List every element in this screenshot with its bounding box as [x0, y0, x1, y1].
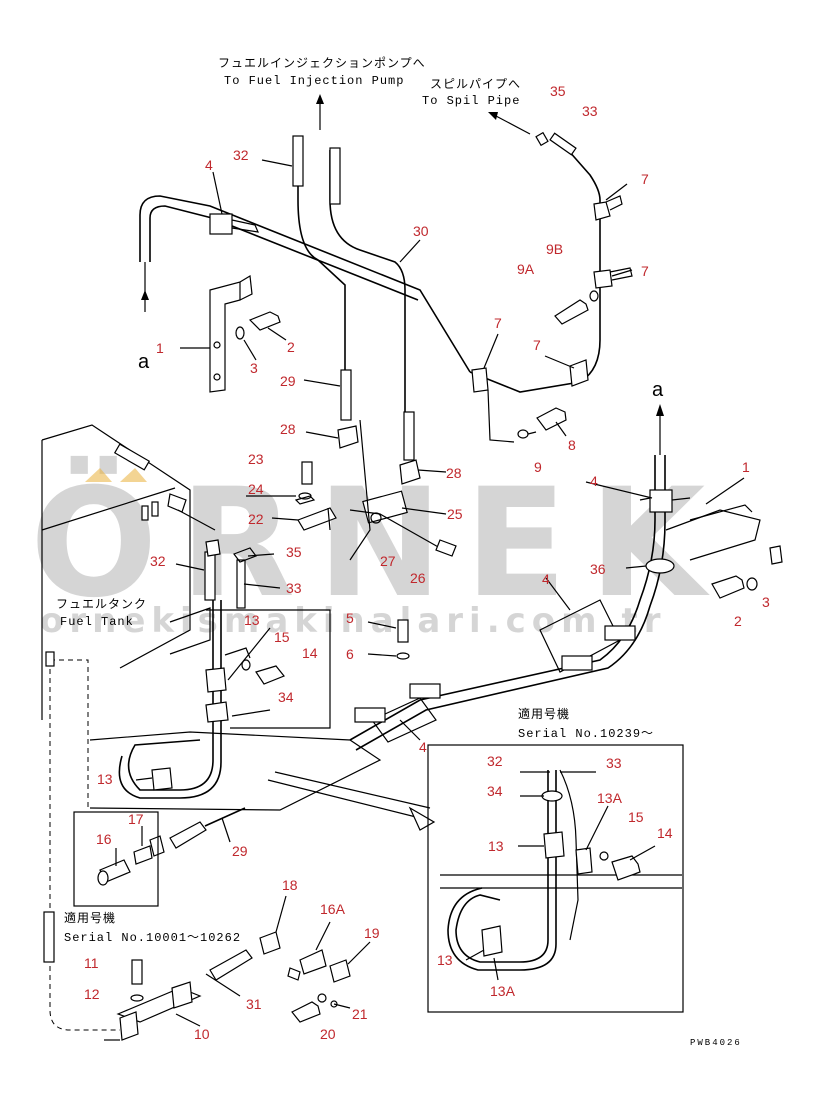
fuel-tank: フュエルタンク Fuel Tank	[41, 424, 216, 1031]
inset-left-16-17	[73, 811, 159, 907]
callout-9a: 9A	[517, 261, 535, 277]
callout-35: 35	[286, 544, 302, 560]
callout-7: 7	[533, 337, 541, 353]
callout-31: 31	[246, 996, 262, 1012]
callout-32: 32	[233, 147, 249, 163]
callout-12: 12	[84, 986, 100, 1002]
serial-a-en: Serial No.10239～	[518, 727, 654, 741]
callout-4: 4	[205, 157, 213, 173]
callout-21: 21	[352, 1006, 368, 1022]
callout-16: 16	[96, 831, 112, 847]
tank-jp: フュエルタンク	[56, 597, 147, 612]
callout-8: 8	[568, 437, 576, 453]
callout-3: 3	[250, 360, 258, 376]
to-spill-pipe-label: スピルパイプへ To Spil Pipe	[422, 77, 531, 135]
callout-28: 28	[446, 465, 462, 481]
callout-2: 2	[734, 613, 742, 629]
watermark-brand: ÖRNEK	[30, 455, 727, 631]
callout-26: 26	[410, 570, 426, 586]
ref-arrow-icon	[141, 290, 149, 300]
callout-33: 33	[286, 580, 302, 596]
serial-b-en: Serial No.10001～10262	[64, 931, 241, 945]
serial-b-jp: 適用号機	[64, 910, 116, 926]
leader-lines	[115, 159, 745, 1027]
upper-pipe-assembly: a	[138, 131, 633, 485]
callout-29: 29	[280, 373, 296, 389]
callout-20: 20	[320, 1026, 336, 1042]
mid-fittings	[294, 419, 457, 561]
callout-3: 3	[762, 594, 770, 610]
watermark: ÖRNEK ornekismakinalari.com.tr	[30, 455, 727, 641]
callout-19: 19	[364, 925, 380, 941]
lower-left-pipe	[89, 539, 382, 811]
callout-23: 23	[248, 451, 264, 467]
watermark-accent-right	[120, 468, 147, 482]
callout-7: 7	[641, 171, 649, 187]
callout-32: 32	[150, 553, 166, 569]
callout-34: 34	[278, 689, 294, 705]
ref-a-left: a	[138, 351, 150, 373]
callout-15: 15	[274, 629, 290, 645]
callout-9b: 9B	[546, 241, 563, 257]
to-fuel-pump-label: フュエルインジェクションポンプへ To Fuel Injection Pump	[218, 56, 426, 130]
callout-32: 32	[487, 753, 503, 769]
arrow-left-up-icon	[488, 112, 498, 120]
ref-arrow-up-icon	[656, 404, 664, 416]
callout-28: 28	[280, 421, 296, 437]
callout-35: 35	[550, 83, 566, 99]
spill-en: To Spil Pipe	[422, 94, 520, 108]
callout-36: 36	[590, 561, 606, 577]
callout-13: 13	[244, 612, 260, 628]
callout-4: 4	[590, 473, 598, 489]
callout-4: 4	[419, 739, 427, 755]
callout-6: 6	[346, 646, 354, 662]
right-pipe-run: a	[149, 379, 783, 857]
bottom-parts: 適用号機 Serial No.10001～10262 PWB4026	[43, 910, 742, 1048]
callout-30: 30	[413, 223, 429, 239]
callout-14: 14	[657, 825, 673, 841]
callout-22: 22	[248, 511, 264, 527]
callout-18: 18	[282, 877, 298, 893]
callout-13a: 13A	[597, 790, 623, 806]
callout-13: 13	[488, 838, 504, 854]
serial-a-jp: 適用号機	[518, 706, 570, 722]
callout-10: 10	[194, 1026, 210, 1042]
callout-1: 1	[156, 340, 164, 356]
callout-33: 33	[606, 755, 622, 771]
callout-34: 34	[487, 783, 503, 799]
callout-29: 29	[232, 843, 248, 859]
callout-13: 13	[437, 952, 453, 968]
fuel-pump-en: To Fuel Injection Pump	[224, 74, 404, 88]
callout-13: 13	[97, 771, 113, 787]
fuel-pump-jp: フュエルインジェクションポンプへ	[218, 56, 426, 71]
ref-a-right: a	[652, 379, 664, 401]
callout-11: 11	[84, 955, 99, 971]
callout-27: 27	[380, 553, 396, 569]
callout-7: 7	[641, 263, 649, 279]
callout-25: 25	[447, 506, 463, 522]
callout-24: 24	[248, 481, 264, 497]
callout-17: 17	[128, 811, 144, 827]
callout-14: 14	[302, 645, 318, 661]
callout-7: 7	[494, 315, 502, 331]
tank-en: Fuel Tank	[60, 615, 134, 629]
callout-16a: 16A	[320, 901, 346, 917]
callout-5: 5	[346, 610, 354, 626]
watermark-accent-left	[85, 468, 112, 482]
drawing-code: PWB4026	[690, 1038, 742, 1048]
callouts: 35 33 32 4 7 30 9B 9A 7 1 2 3 7 7 29 8 2…	[84, 83, 770, 1042]
callout-4: 4	[542, 571, 550, 587]
callout-13a: 13A	[490, 983, 516, 999]
spill-jp: スピルパイプへ	[430, 77, 521, 92]
callout-15: 15	[628, 809, 644, 825]
callout-1: 1	[742, 459, 750, 475]
callout-33: 33	[582, 103, 598, 119]
arrow-up-icon	[316, 94, 324, 104]
callout-9: 9	[534, 459, 542, 475]
callout-2: 2	[287, 339, 295, 355]
serial-inset-right: 適用号機 Serial No.10239～	[427, 706, 684, 1013]
